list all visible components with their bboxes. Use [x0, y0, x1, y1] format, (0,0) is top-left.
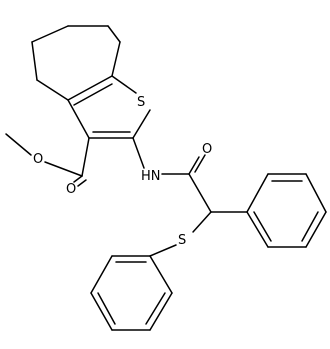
bond: [194, 154, 206, 173]
bond: [77, 179, 87, 187]
bond: [132, 109, 151, 139]
bond: [246, 211, 269, 248]
atom-label-o-ester-carbonyl: O: [66, 182, 76, 197]
bond: [149, 255, 173, 294]
atom-label-nh: HN: [141, 169, 161, 184]
bond: [192, 211, 212, 233]
bond: [67, 75, 113, 101]
bond: [246, 173, 269, 213]
bond: [305, 211, 327, 248]
bond: [188, 173, 212, 213]
phenyl-ring-bottom: [90, 255, 173, 331]
bond: [188, 156, 200, 175]
bond: [111, 75, 137, 94]
bond: [31, 41, 38, 81]
bond: [90, 255, 113, 294]
bond: [253, 211, 272, 242]
cycloheptane-ring: [31, 25, 121, 101]
bond: [31, 25, 69, 43]
bond: [5, 133, 32, 156]
atom-label-s-ring: S: [137, 95, 145, 110]
bond: [97, 292, 116, 325]
bond: [305, 173, 327, 213]
bond: [149, 292, 173, 331]
bond: [149, 244, 177, 257]
atom-label-o-ester-methoxy: O: [33, 152, 43, 167]
bond: [145, 292, 166, 325]
thioether-linkage: [149, 211, 212, 257]
atom-label-o-amide: O: [202, 142, 212, 157]
phenyl-ring-right: [210, 173, 327, 248]
bond: [36, 79, 69, 101]
bond: [67, 99, 90, 139]
bond: [111, 41, 121, 77]
bond: [107, 25, 121, 43]
bond: [81, 137, 90, 177]
thiophene-ring: [67, 75, 151, 139]
bond: [132, 137, 145, 169]
bond: [73, 83, 113, 106]
atom-label-s-thioether: S: [178, 233, 186, 248]
amide-linkage: [132, 137, 212, 213]
bond: [73, 175, 83, 183]
bond: [90, 292, 113, 331]
bond: [301, 211, 319, 242]
methyl-ester-group: [5, 133, 90, 187]
bond: [44, 161, 83, 177]
